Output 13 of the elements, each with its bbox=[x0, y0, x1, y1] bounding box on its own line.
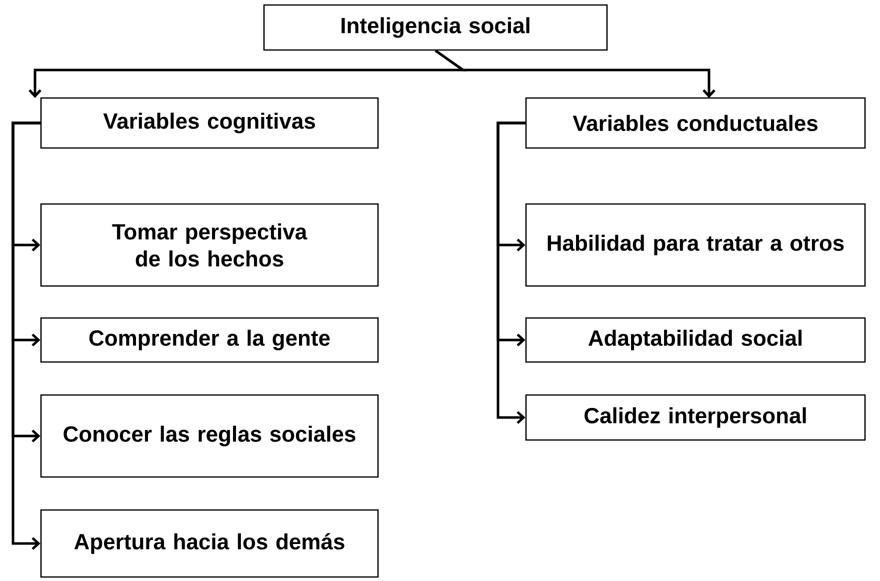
connector-arrow bbox=[434, 50, 716, 98]
text-box: Variables cognitivas bbox=[40, 97, 379, 149]
text-box: Habilidad para tratar a otros bbox=[525, 203, 866, 287]
text-box: Tomar perspectiva de los hechos bbox=[40, 203, 379, 287]
text-box: Apertura hacia los demás bbox=[40, 509, 379, 578]
text-box: Comprender a la gente bbox=[40, 317, 379, 363]
connector-arrow bbox=[496, 122, 526, 424]
text-box: Calidez interpersonal bbox=[525, 394, 866, 441]
text-box: Inteligencia social bbox=[263, 4, 608, 51]
text-box: Adaptabilidad social bbox=[525, 317, 866, 363]
connector-arrow bbox=[12, 122, 40, 550]
text-box: Variables conductuales bbox=[525, 97, 866, 149]
text-box: Conocer las reglas sociales bbox=[40, 394, 379, 478]
